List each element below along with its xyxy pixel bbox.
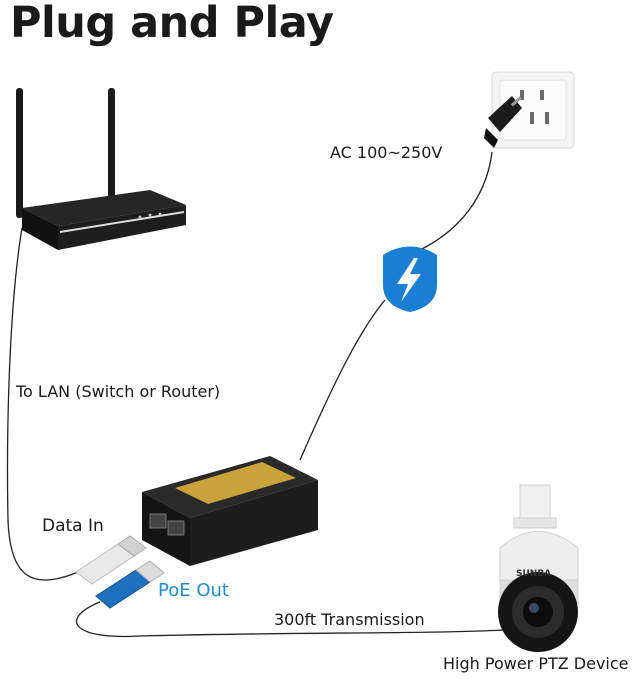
power-plug-icon — [484, 96, 522, 148]
rj45-data-in-icon — [75, 535, 147, 585]
lan-label: To LAN (Switch or Router) — [16, 382, 221, 401]
device-label: High Power PTZ Device — [443, 654, 629, 673]
poe-cable — [76, 601, 506, 638]
ac-cable — [419, 151, 493, 251]
lan-cable — [6, 227, 79, 581]
data-in-label: Data In — [42, 516, 104, 536]
ac-input-label: AC 100~250V — [330, 143, 443, 162]
wall-outlet-icon — [491, 71, 575, 149]
page-title: Plug and Play — [10, 0, 334, 48]
transmission-label: 300ft Transmission — [274, 610, 425, 629]
rj45-poe-out-icon — [95, 560, 165, 609]
lightning-shield-icon — [383, 246, 437, 312]
ptz-camera-icon — [498, 484, 579, 652]
camera-brand-text: SUNBA — [516, 569, 551, 579]
poe-injector-icon — [142, 456, 318, 566]
ac-cable-lower — [299, 299, 386, 461]
router-icon — [16, 88, 186, 250]
poe-out-label: PoE Out — [158, 580, 229, 601]
